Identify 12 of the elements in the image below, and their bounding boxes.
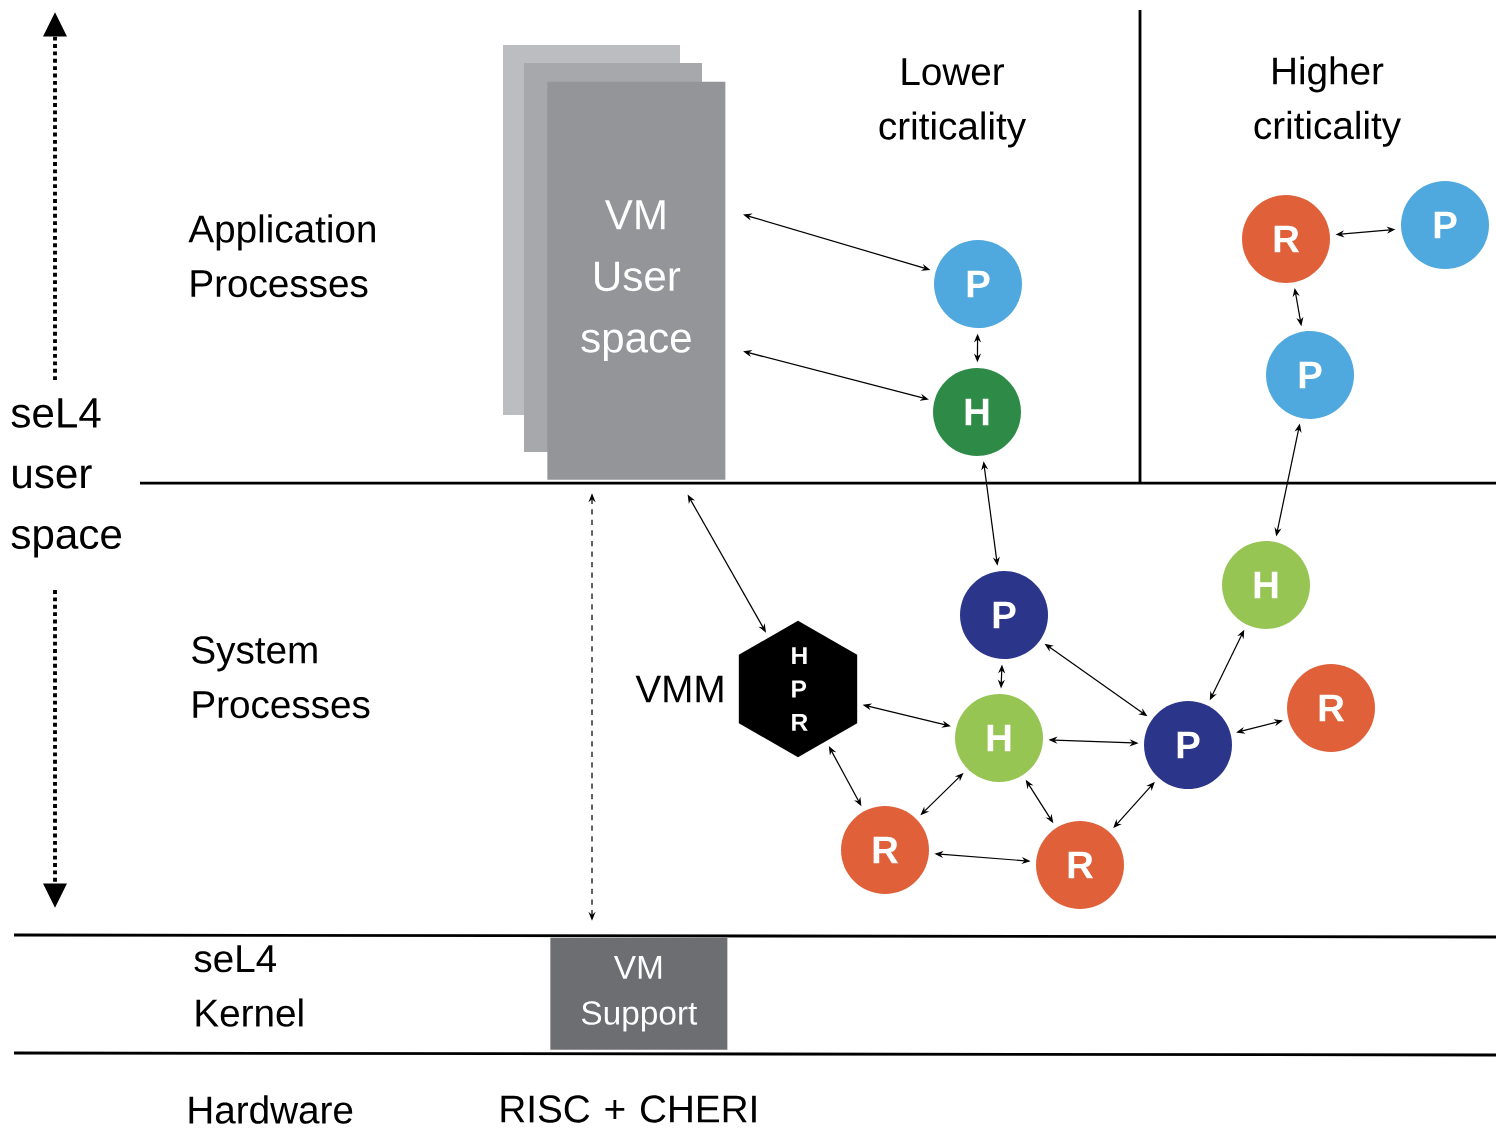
region-label: System Processes [192,636,370,719]
region-label: Higher criticality [1254,56,1401,147]
region-label: seL4 Kernel [194,945,303,1027]
region-label: Hardware [189,1095,353,1124]
region-label: Application Processes [188,214,375,298]
region-label: RISC + CHERI [501,1095,756,1123]
process-hexagon: H P R [738,620,858,758]
region-label: seL4 user space [11,398,121,558]
support-box: VM Support [550,937,728,1050]
vm-box-stack: VM User space [503,45,726,480]
node-caption: VMM [635,675,723,703]
region-label: Lower criticality [879,58,1026,148]
